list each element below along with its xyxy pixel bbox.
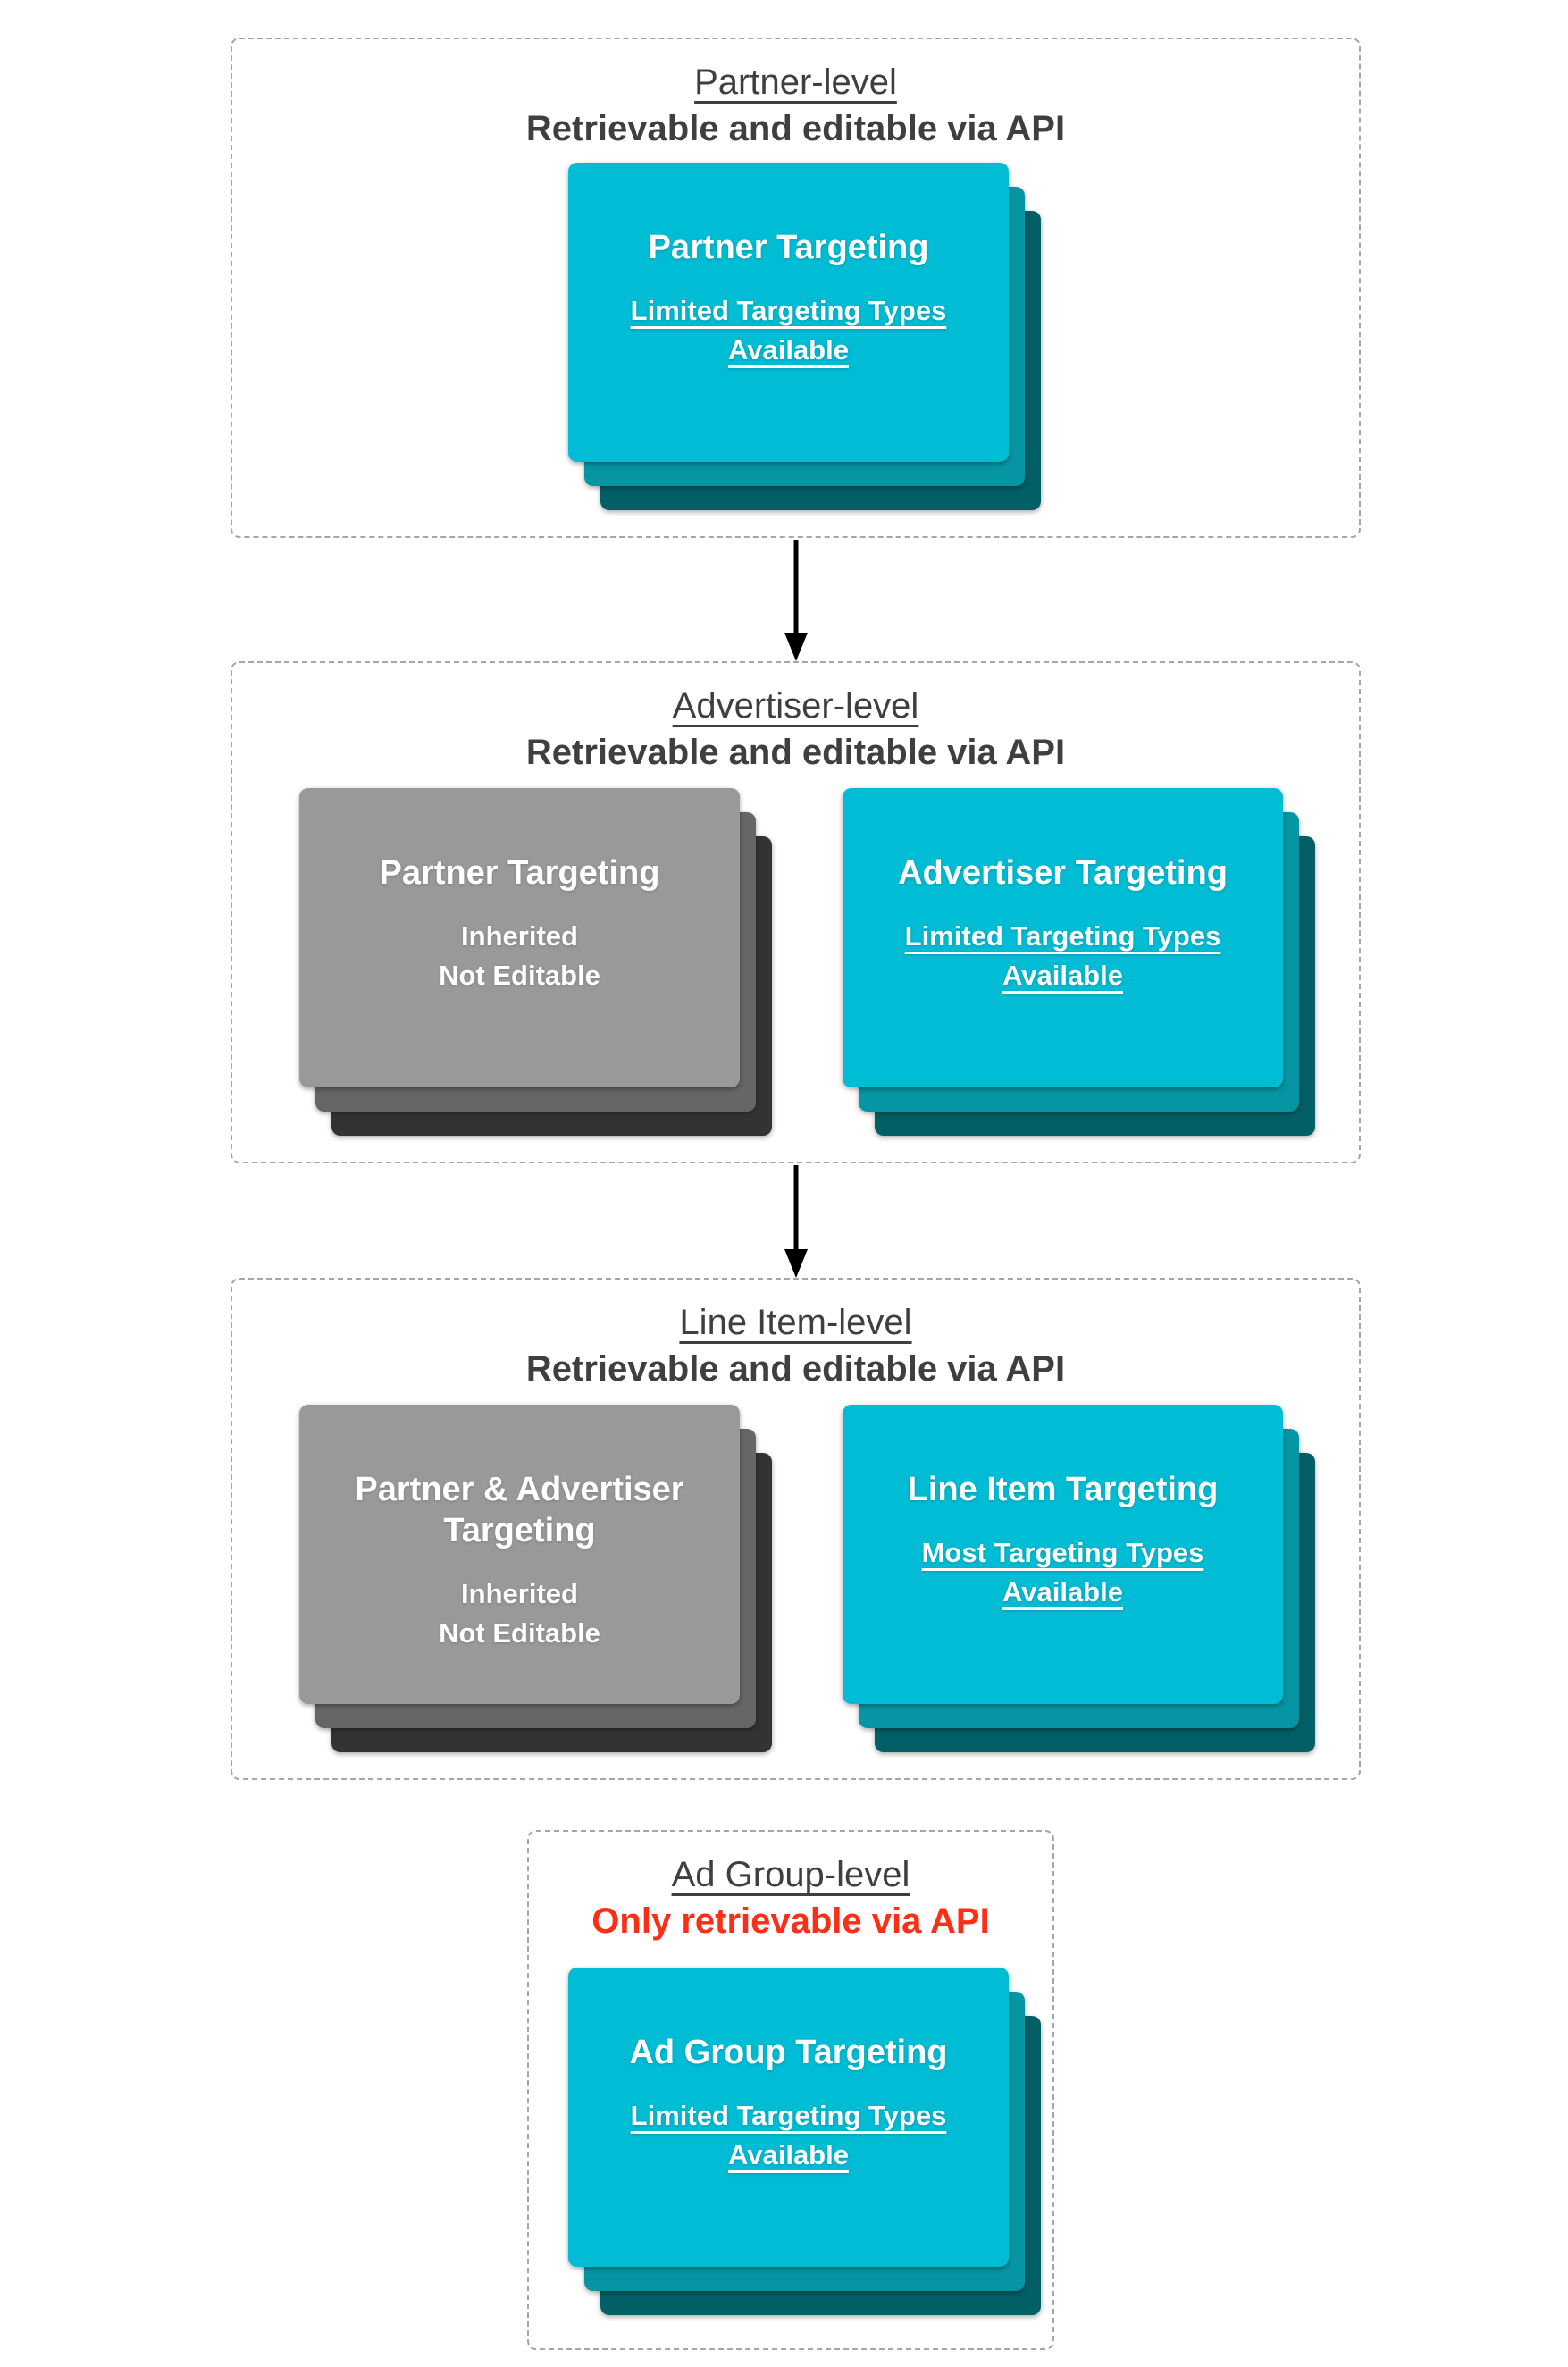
card-body-line: Inherited	[461, 920, 578, 952]
card-body: Most Targeting Types Available	[922, 1533, 1204, 1612]
section-title: Line Item-level	[679, 1303, 912, 1342]
card-stack-ad-group-targeting: Ad Group Targeting Limited Targeting Typ…	[568, 1968, 1041, 2315]
arrow-shaft	[793, 540, 799, 634]
card-body-line: Inherited	[461, 1578, 578, 1609]
card-body-line: Available	[728, 334, 849, 365]
card-stack-partner-advertiser-targeting: Partner & Advertiser Targeting Inherited…	[299, 1405, 772, 1752]
section-api-note-red: Only retrievable via API	[591, 1901, 990, 1941]
card-ad-group-targeting: Ad Group Targeting Limited Targeting Typ…	[568, 1968, 1009, 2267]
section-ad-group-level: Ad Group-level Only retrievable via API …	[527, 1830, 1054, 2350]
card-line-item-targeting: Line Item Targeting Most Targeting Types…	[843, 1405, 1283, 1704]
card-body: Inherited Not Editable	[439, 1574, 600, 1653]
card-title: Partner Targeting	[648, 229, 929, 266]
card-body-line: Available	[1002, 960, 1123, 991]
card-body-line: Available	[728, 2139, 849, 2170]
card-partner-targeting: Partner Targeting Limited Targeting Type…	[568, 163, 1009, 462]
arrow-head	[784, 633, 808, 661]
card-body-line: Not Editable	[439, 960, 600, 991]
card-body-line: Most Targeting Types	[921, 1537, 1204, 1568]
card-stack-partner-targeting: Partner Targeting Limited Targeting Type…	[568, 163, 1041, 510]
section-title: Advertiser-level	[672, 686, 919, 726]
section-title: Ad Group-level	[671, 1855, 910, 1894]
card-body-line: Available	[1002, 1576, 1123, 1607]
arrow-shaft	[793, 1165, 799, 1251]
card-title: Partner Targeting	[379, 854, 660, 892]
card-body-line: Limited Targeting Types	[904, 920, 1221, 952]
arrow-head	[784, 1249, 808, 1278]
arrow-down-icon	[778, 540, 814, 661]
section-api-note: Retrievable and editable via API	[525, 109, 1066, 148]
section-line-item-level: Line Item-level Retrievable and editable…	[231, 1278, 1361, 1780]
section-partner-level: Partner-level Retrievable and editable v…	[231, 38, 1361, 538]
card-stack-partner-targeting-inherited: Partner Targeting Inherited Not Editable	[299, 788, 772, 1136]
card-body: Limited Targeting Types Available	[905, 917, 1221, 995]
card-advertiser-targeting: Advertiser Targeting Limited Targeting T…	[843, 788, 1283, 1087]
card-body-line: Limited Targeting Types	[630, 295, 947, 326]
card-title: Partner & Advertiser Targeting	[355, 1471, 684, 1549]
arrow-down-icon	[778, 1165, 814, 1278]
card-body: Limited Targeting Types Available	[631, 291, 947, 370]
card-body-line: Limited Targeting Types	[630, 2100, 947, 2131]
section-advertiser-level: Advertiser-level Retrievable and editabl…	[231, 661, 1361, 1163]
section-api-note: Retrievable and editable via API	[525, 1349, 1066, 1389]
card-title: Line Item Targeting	[907, 1471, 1219, 1508]
card-stack-advertiser-targeting: Advertiser Targeting Limited Targeting T…	[843, 788, 1315, 1136]
section-api-note: Retrievable and editable via API	[525, 733, 1066, 772]
card-partner-advertiser-targeting: Partner & Advertiser Targeting Inherited…	[299, 1405, 740, 1704]
card-title: Advertiser Targeting	[898, 854, 1228, 892]
card-body: Inherited Not Editable	[439, 917, 600, 995]
card-title: Ad Group Targeting	[629, 2034, 948, 2071]
card-partner-targeting-inherited: Partner Targeting Inherited Not Editable	[299, 788, 740, 1087]
card-body: Limited Targeting Types Available	[631, 2096, 947, 2175]
card-body-line: Not Editable	[439, 1617, 600, 1649]
section-title: Partner-level	[694, 63, 897, 102]
card-stack-line-item-targeting: Line Item Targeting Most Targeting Types…	[843, 1405, 1315, 1752]
